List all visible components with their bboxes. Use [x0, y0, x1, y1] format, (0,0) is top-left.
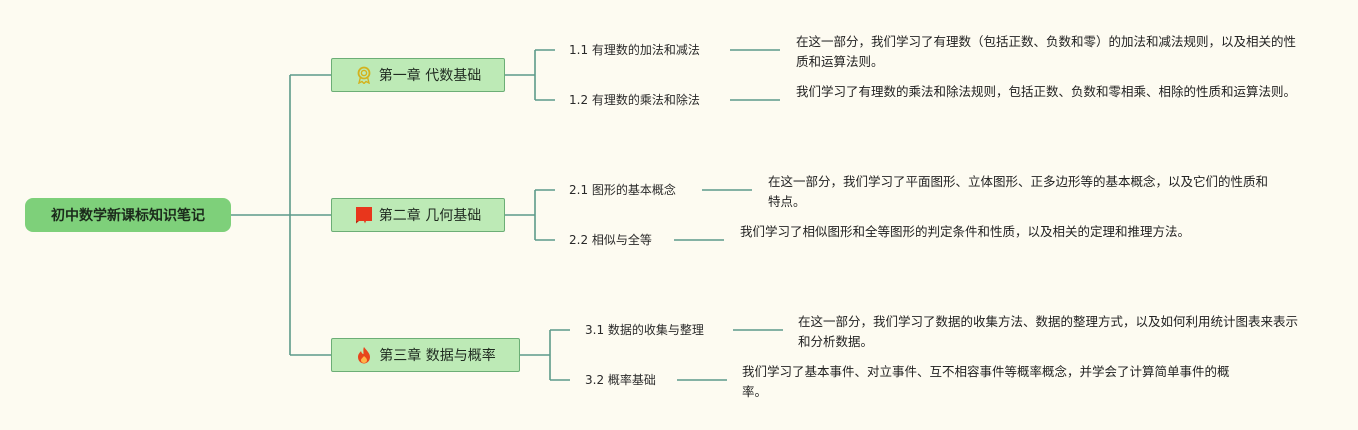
section-1-1-title[interactable]: 1.1 有理数的加法和减法: [569, 43, 700, 57]
chapter-2-title: 第二章 几何基础: [378, 208, 482, 224]
chapter-1-topic[interactable]: 第一章 代数基础: [331, 58, 505, 92]
root-title: 初中数学新课标知识笔记: [51, 208, 205, 224]
chapter-1-title: 第一章 代数基础: [378, 68, 482, 84]
section-2-2-description: 我们学习了相似图形和全等图形的判定条件和性质，以及相关的定理和推理方法。: [740, 224, 1191, 239]
section-2-2-title[interactable]: 2.2 相似与全等: [569, 233, 652, 247]
chapter-3-title: 第三章 数据与概率: [379, 348, 496, 364]
fire-icon: [355, 346, 373, 364]
red-flag-icon: [355, 206, 373, 224]
root-topic[interactable]: 初中数学新课标知识笔记: [25, 198, 231, 232]
section-1-1-description: 在这一部分，我们学习了有理数（包括正数、负数和零）的加法和减法规则，以及相关的性…: [796, 34, 1297, 69]
section-3-2-title[interactable]: 3.2 概率基础: [585, 373, 656, 387]
section-2-1-title[interactable]: 2.1 图形的基本概念: [569, 183, 676, 197]
section-3-1-title[interactable]: 3.1 数据的收集与整理: [585, 323, 704, 337]
section-1-2-title[interactable]: 1.2 有理数的乘法和除法: [569, 93, 700, 107]
chapter-3-topic[interactable]: 第三章 数据与概率: [331, 338, 520, 372]
medal-icon: [355, 66, 373, 85]
section-3-2-description: 我们学习了基本事件、对立事件、互不相容事件等概率概念，并学会了计算简单事件的概率…: [742, 364, 1230, 399]
chapter-2-topic[interactable]: 第二章 几何基础: [331, 198, 505, 232]
section-2-1-description: 在这一部分，我们学习了平面图形、立体图形、正多边形等的基本概念，以及它们的性质和…: [768, 174, 1269, 209]
section-3-1-description: 在这一部分，我们学习了数据的收集方法、数据的整理方式，以及如何利用统计图表来表示…: [798, 314, 1299, 349]
section-1-2-description: 我们学习了有理数的乘法和除法规则，包括正数、负数和零相乘、相除的性质和运算法则。: [796, 84, 1297, 99]
